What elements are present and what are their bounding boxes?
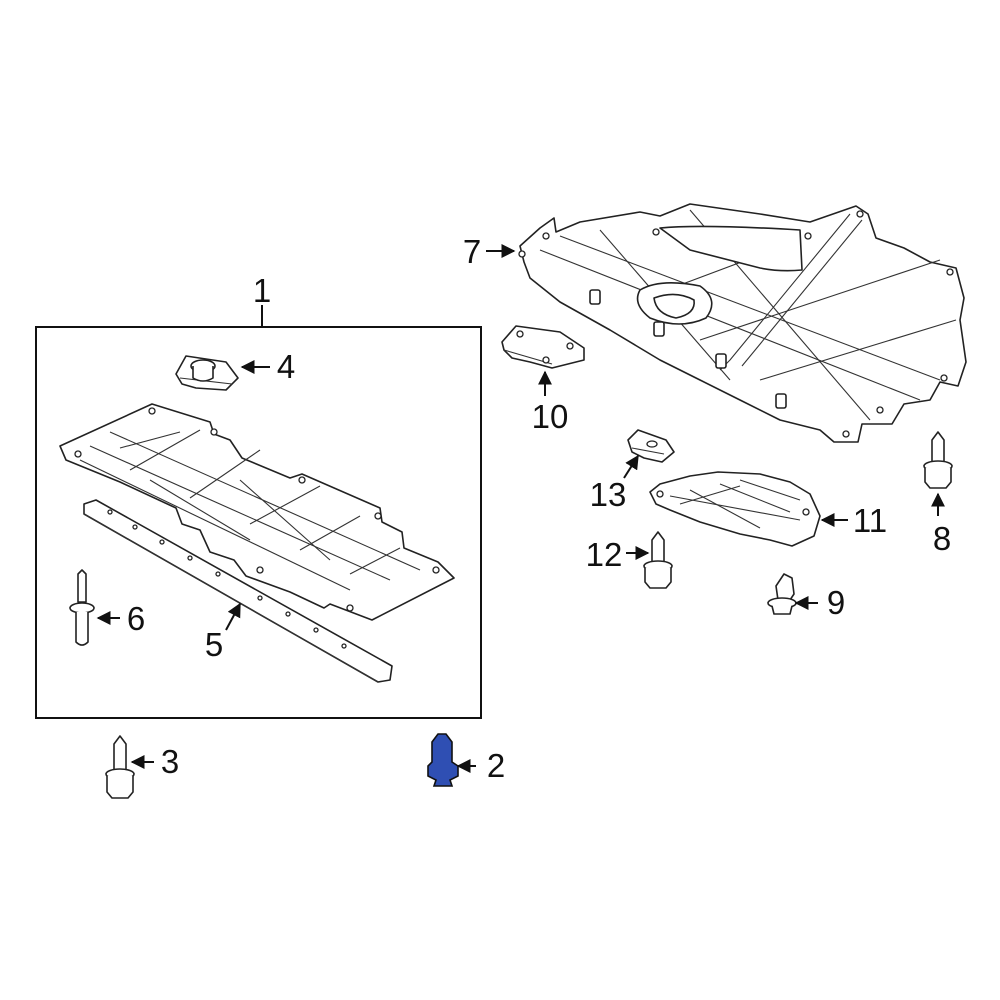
assembly-box: [35, 326, 482, 719]
part-9-push-clip[interactable]: 9: [767, 573, 845, 621]
part-5-seal-strip[interactable]: 5: [83, 499, 393, 683]
callout-10[interactable]: 10: [532, 398, 569, 435]
part-3-bolt[interactable]: 3: [105, 735, 179, 799]
part-13-clip[interactable]: 13: [590, 429, 675, 513]
part-10-bracket[interactable]: 10: [501, 325, 585, 435]
part-8-bolt[interactable]: 8: [923, 431, 953, 557]
part-12-bolt[interactable]: 12: [586, 531, 673, 589]
callout-9[interactable]: 9: [827, 584, 845, 621]
callout-13[interactable]: 13: [590, 476, 627, 513]
callout-6[interactable]: 6: [127, 600, 145, 637]
callout-1[interactable]: 1: [253, 272, 271, 309]
callout-5[interactable]: 5: [205, 626, 223, 663]
callout-3[interactable]: 3: [161, 743, 179, 780]
part-11-side-cover[interactable]: 11: [649, 471, 887, 547]
part-1-shield-panel[interactable]: [59, 403, 455, 621]
assembly-group-1: 1: [35, 272, 482, 719]
callout-12[interactable]: 12: [586, 536, 623, 573]
callout-2[interactable]: 2: [487, 747, 505, 784]
part-4-clip-nut[interactable]: 4: [175, 348, 295, 391]
callout-4[interactable]: 4: [277, 348, 295, 385]
part-6-rivet[interactable]: 6: [69, 569, 145, 646]
highlighted-clip-body: [427, 733, 459, 787]
callout-7[interactable]: 7: [463, 233, 481, 270]
part-2-push-clip-highlighted[interactable]: 2: [427, 733, 505, 787]
callout-11[interactable]: 11: [853, 502, 887, 539]
part-7-rear-undercover[interactable]: 7: [463, 203, 967, 443]
callout-8[interactable]: 8: [933, 520, 951, 557]
